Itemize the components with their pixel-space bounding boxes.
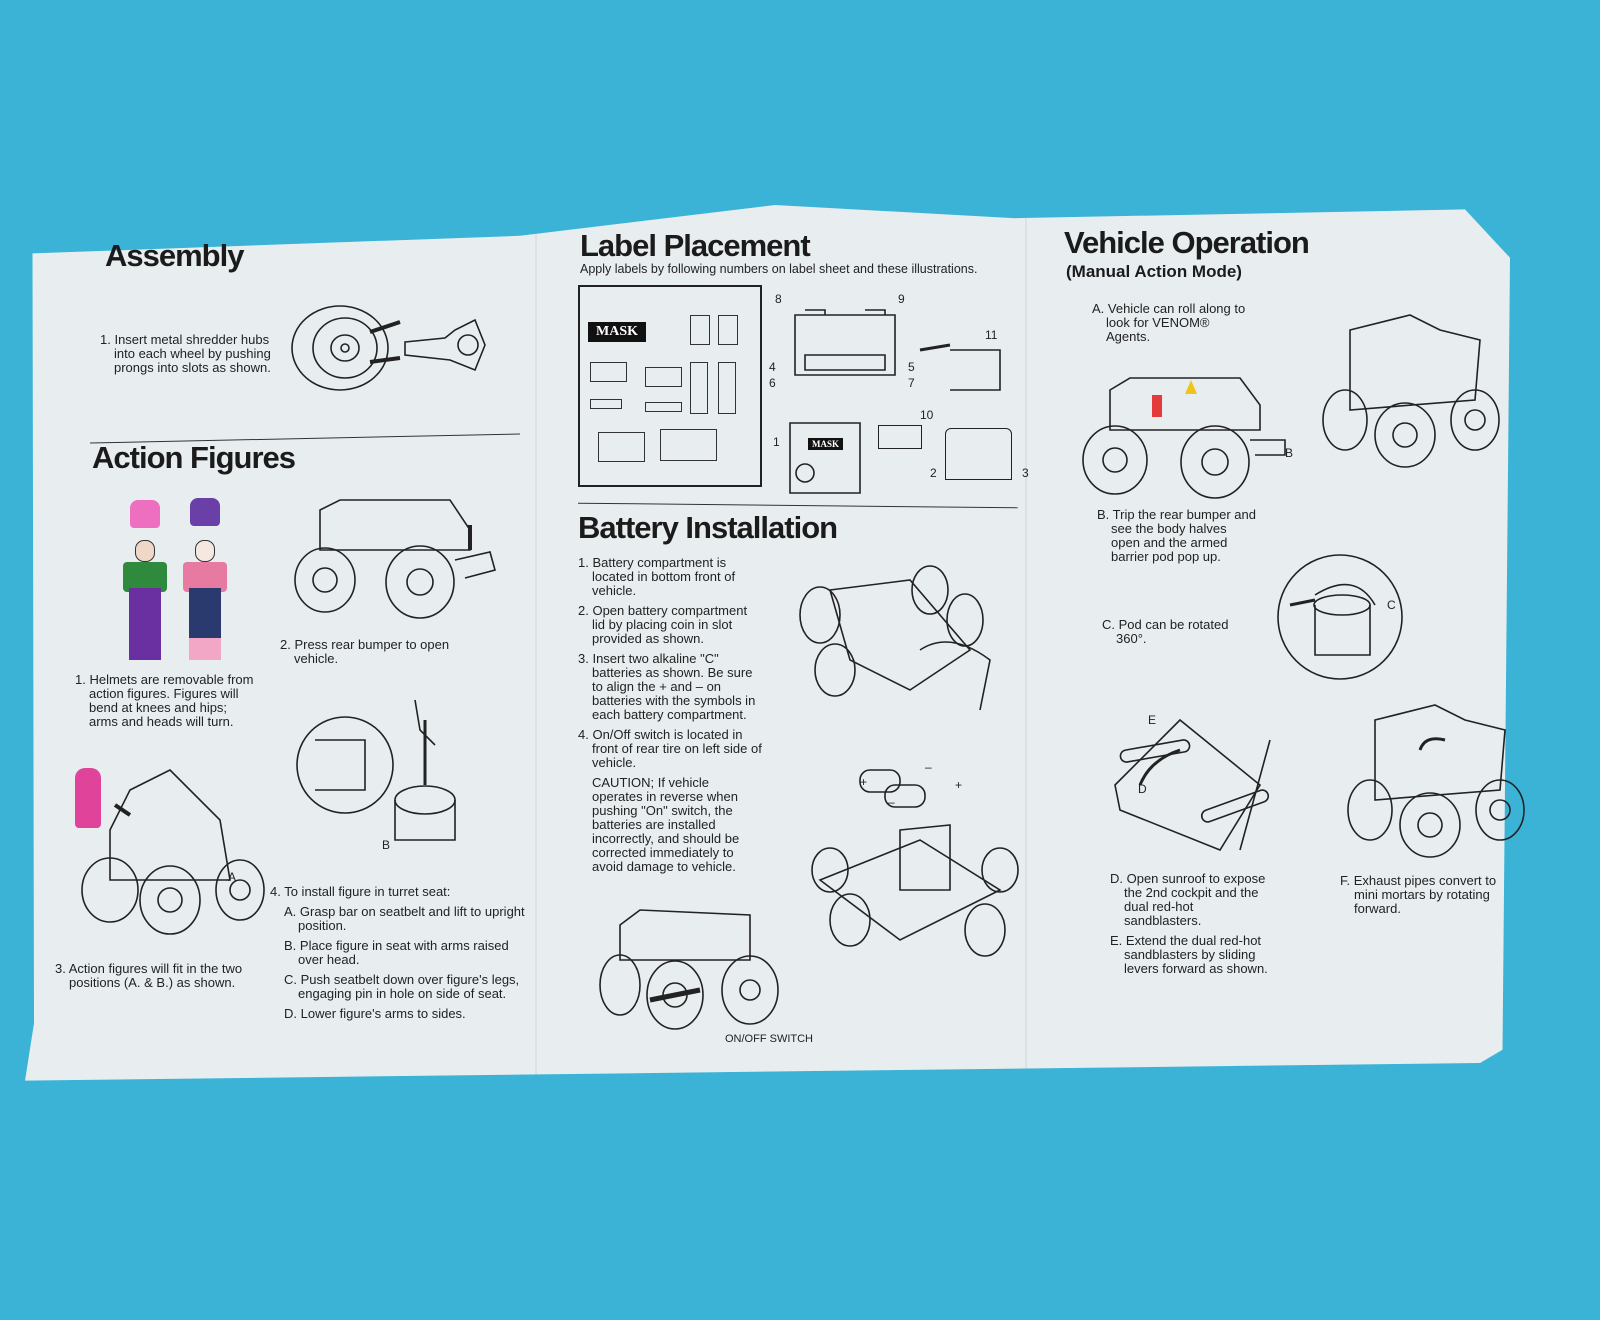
callout-6: 6 bbox=[769, 376, 776, 390]
battery-caution: CAUTION; If vehicle operates in reverse … bbox=[592, 775, 740, 874]
vehicle-step-d: D. Open sunroof to expose the 2nd cockpi… bbox=[1110, 871, 1266, 928]
battery-insert-illustration bbox=[811, 769, 1019, 957]
label-5 bbox=[645, 367, 682, 387]
sunroof-sandblasters-illustration bbox=[1114, 718, 1271, 851]
fold-line bbox=[1025, 205, 1027, 1081]
callout-e: E bbox=[1148, 713, 1157, 727]
callout-9: 9 bbox=[898, 292, 905, 306]
label-4 bbox=[590, 362, 627, 382]
battery-step-4: 4. On/Off switch is located in front of … bbox=[578, 727, 762, 770]
vehicle-front-labels-illustration bbox=[794, 309, 896, 376]
callout-2: 2 bbox=[930, 466, 937, 480]
action-figures-step-4: 4. To install figure in turret seat: A. … bbox=[270, 885, 530, 1027]
vehicle-step-c: C. Pod can be rotated 360°. bbox=[1102, 617, 1229, 646]
mask-label: MASK bbox=[588, 322, 646, 342]
step-4b: B. Place figure in seat with arms raised… bbox=[284, 938, 509, 967]
fold-line bbox=[535, 205, 537, 1081]
vehicle-rolling-illustration bbox=[1082, 377, 1286, 499]
battery-compartment-coin-illustration bbox=[799, 565, 991, 711]
seated-figure bbox=[75, 768, 101, 828]
vehicle-press-bumper-illustration bbox=[294, 499, 496, 619]
callout-1: 1 bbox=[773, 435, 780, 449]
step-4d: D. Lower figure's arms to sides. bbox=[284, 1006, 466, 1021]
vehicle-open-illustration bbox=[1322, 314, 1500, 468]
callout-11: 11 bbox=[985, 328, 998, 342]
callout-10: 10 bbox=[920, 408, 934, 422]
callout-4: 4 bbox=[769, 360, 776, 374]
vehicle-operation-title: Vehicle Operation bbox=[1064, 225, 1310, 260]
minus-sign: – bbox=[888, 795, 895, 809]
vehicle-step-a: A. Vehicle can roll along to look for VE… bbox=[1092, 301, 1246, 344]
mask-label-small: MASK bbox=[808, 438, 843, 450]
assembly-step-1: 1. Insert metal shredder hubs into each … bbox=[100, 332, 271, 375]
turret-label-illustration bbox=[919, 343, 1001, 391]
turret-seat-illustration bbox=[296, 699, 456, 841]
label-3 bbox=[718, 315, 738, 345]
label-placement-title: Label Placement bbox=[580, 228, 811, 263]
pink-helmet bbox=[130, 500, 160, 528]
callout-c: C bbox=[1387, 598, 1396, 612]
vehicle-rear-illustration bbox=[945, 428, 1012, 480]
battery-step-2: 2. Open battery compartment lid by placi… bbox=[578, 603, 748, 646]
figure-green-purple bbox=[115, 540, 175, 660]
callout-b: B bbox=[382, 838, 391, 852]
callout-a: A bbox=[228, 870, 237, 884]
red-figure bbox=[1152, 395, 1162, 417]
label-6 bbox=[590, 399, 622, 409]
battery-steps: 1. Battery compartment is located in bot… bbox=[578, 556, 763, 880]
vehicle-step-b: B. Trip the rear bumper and see the body… bbox=[1097, 507, 1256, 564]
vehicle-step-f: F. Exhaust pipes convert to mini mortars… bbox=[1340, 873, 1497, 916]
label-9 bbox=[718, 362, 736, 414]
purple-helmet bbox=[190, 498, 220, 526]
label-11 bbox=[660, 429, 717, 461]
action-figures-step-2: 2. Press rear bumper to open vehicle. bbox=[280, 637, 450, 666]
label-10-panel bbox=[878, 425, 922, 449]
callout-3: 3 bbox=[1022, 466, 1029, 480]
step-4c: C. Push seatbelt down over figure's legs… bbox=[284, 972, 520, 1001]
battery-step-1: 1. Battery compartment is located in bot… bbox=[578, 555, 736, 598]
callout-7: 7 bbox=[908, 376, 915, 390]
label-2 bbox=[690, 315, 710, 345]
cockpit-label-illustration bbox=[789, 422, 861, 494]
action-figures-step-3: 3. Action figures will fit in the two po… bbox=[55, 961, 243, 990]
battery-installation-title: Battery Installation bbox=[578, 510, 838, 545]
step-4-intro: 4. To install figure in turret seat: bbox=[270, 884, 451, 899]
action-figures-step-1: 1. Helmets are removable from action fig… bbox=[75, 672, 254, 729]
on-off-switch-label: ON/OFF SWITCH bbox=[725, 1033, 813, 1045]
callout-b: B bbox=[1285, 446, 1294, 460]
vehicle-figure-positions-illustration bbox=[81, 769, 265, 935]
minus-sign: – bbox=[925, 760, 932, 774]
figure-pink-blue bbox=[175, 540, 235, 660]
action-figures-title: Action Figures bbox=[92, 440, 296, 475]
callout-d: D bbox=[1138, 782, 1147, 796]
exhaust-mortars-illustration bbox=[1347, 704, 1525, 858]
vehicle-operation-subtitle: (Manual Action Mode) bbox=[1066, 262, 1242, 281]
vehicle-steps-d-e: D. Open sunroof to expose the 2nd cockpi… bbox=[1110, 872, 1270, 982]
callout-5: 5 bbox=[908, 360, 915, 374]
label-placement-subtitle: Apply labels by following numbers on lab… bbox=[580, 262, 978, 276]
label-10 bbox=[598, 432, 645, 462]
on-off-switch-vehicle-illustration bbox=[599, 909, 779, 1030]
assembly-title: Assembly bbox=[105, 238, 244, 273]
plus-sign: + bbox=[955, 778, 963, 792]
callout-8: 8 bbox=[775, 292, 782, 306]
step-4a: A. Grasp bar on seatbelt and lift to upr… bbox=[284, 904, 525, 933]
rotating-pod-illustration bbox=[1277, 554, 1403, 680]
battery-step-3: 3. Insert two alkaline "C" batteries as … bbox=[578, 651, 756, 722]
label-7 bbox=[645, 402, 682, 412]
label-sheet: MASK bbox=[578, 285, 762, 487]
vehicle-step-e: E. Extend the dual red-hot sandblasters … bbox=[1110, 933, 1268, 976]
wheel-hub-illustration bbox=[291, 305, 486, 391]
plus-sign: + bbox=[860, 775, 868, 789]
instruction-sheet bbox=[25, 205, 1510, 1081]
label-8 bbox=[690, 362, 708, 414]
